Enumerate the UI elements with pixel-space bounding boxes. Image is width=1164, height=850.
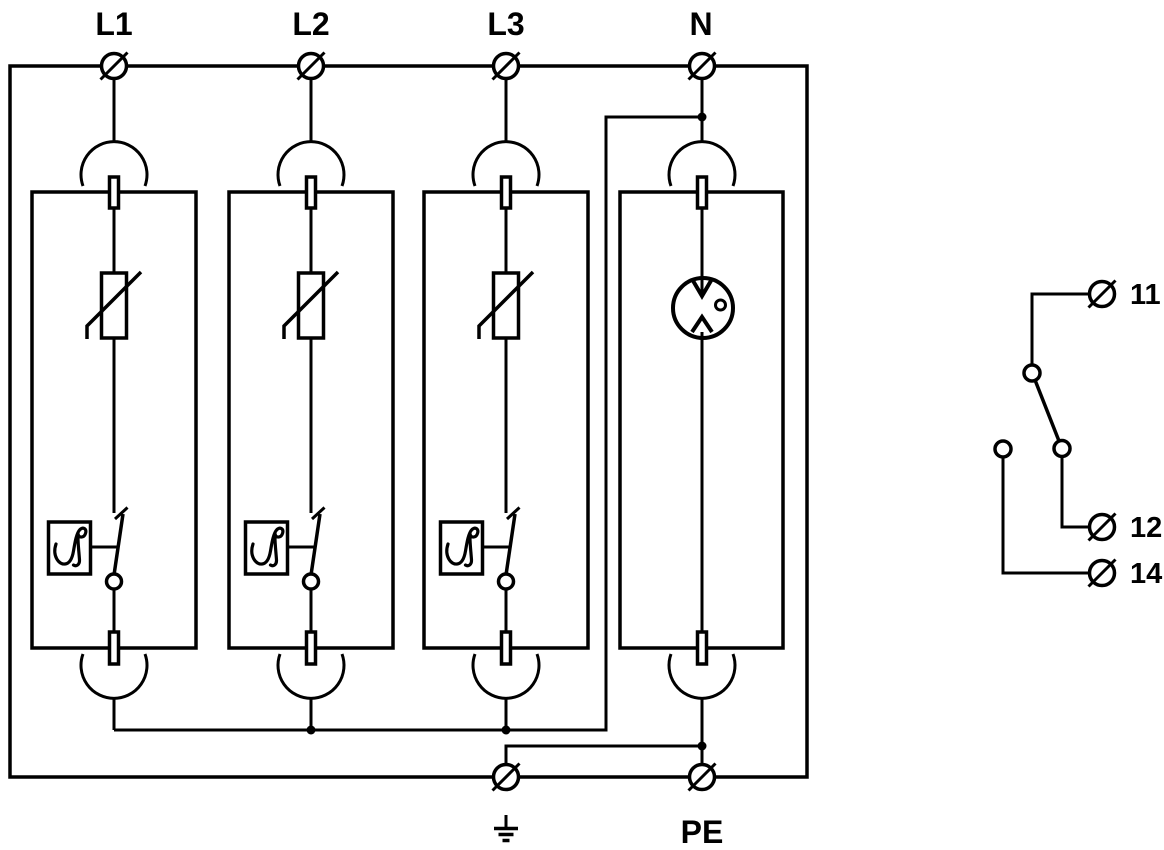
module-L2 xyxy=(227,77,395,732)
label-11: 11 xyxy=(1130,279,1161,311)
label-12: 12 xyxy=(1130,512,1162,544)
contact-point-no xyxy=(993,439,1013,459)
wire-n-to-varistor-bus xyxy=(114,115,702,732)
terminal-14 xyxy=(1086,557,1118,589)
aux-changeover-contact xyxy=(993,278,1118,589)
label-PE: PE xyxy=(681,814,724,850)
wire-contact-11 xyxy=(1030,292,1090,365)
junction-dot xyxy=(306,725,316,735)
label-L3: L3 xyxy=(487,6,524,42)
terminal-L1 xyxy=(98,50,130,82)
terminal-L2 xyxy=(295,50,327,82)
label-N: N xyxy=(689,6,712,42)
contact-point-common xyxy=(1022,363,1042,383)
label-L1: L1 xyxy=(95,6,132,42)
label-L2: L2 xyxy=(292,6,329,42)
module-L3 xyxy=(422,77,590,732)
terminal-earth xyxy=(490,761,522,793)
junction-dot xyxy=(501,725,511,735)
terminal-L3 xyxy=(490,50,522,82)
terminal-11 xyxy=(1086,278,1118,310)
earth-ground-icon xyxy=(494,815,518,843)
wire-contact-12 xyxy=(1060,456,1090,529)
terminal-12 xyxy=(1086,511,1118,543)
contact-point-nc xyxy=(1052,438,1072,459)
junction-dot xyxy=(697,741,707,751)
module-L1 xyxy=(30,77,198,732)
enclosure-outline xyxy=(8,64,809,779)
contact-blade xyxy=(1033,379,1061,442)
label-14: 14 xyxy=(1130,558,1162,590)
wire-pe-to-earth-branch xyxy=(504,744,702,765)
terminal-N xyxy=(686,50,718,82)
terminal-PE xyxy=(686,761,718,793)
module-N xyxy=(618,77,785,767)
junction-dot xyxy=(697,112,707,122)
wire-contact-14 xyxy=(1001,457,1090,575)
